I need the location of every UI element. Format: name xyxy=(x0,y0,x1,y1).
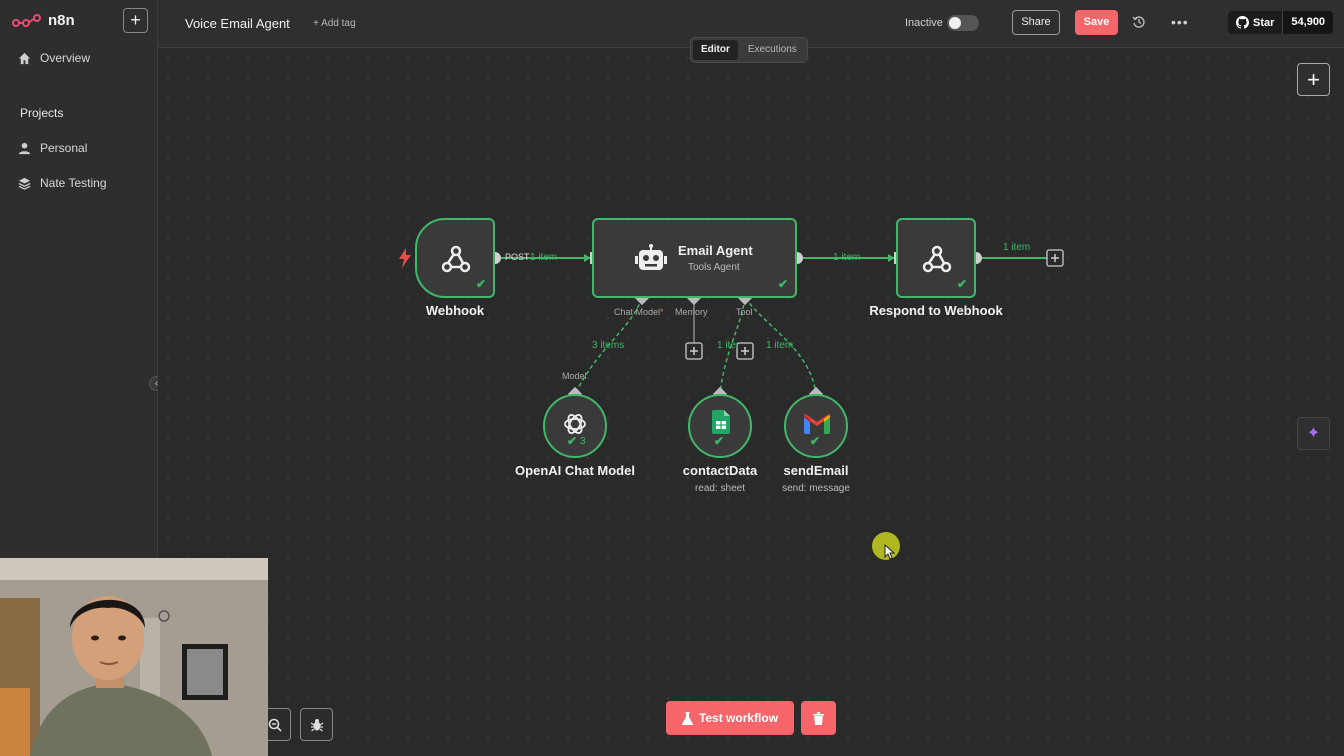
workflow-title[interactable]: Voice Email Agent xyxy=(185,16,290,31)
sidebar-item-label: Nate Testing xyxy=(40,176,107,190)
save-button[interactable]: Save xyxy=(1075,10,1118,35)
zoom-out-icon xyxy=(268,718,282,732)
memory-port-label: Memory xyxy=(675,307,708,317)
github-star-button[interactable]: Star 54,900 xyxy=(1228,11,1334,34)
home-icon xyxy=(18,52,31,64)
github-icon xyxy=(1236,16,1249,29)
email-agent-node[interactable]: Email Agent Tools Agent ✔ xyxy=(592,218,797,298)
github-star: Star xyxy=(1228,11,1283,34)
connection-item-count: 1 item xyxy=(717,340,737,351)
flask-icon xyxy=(681,711,693,725)
logo-text: n8n xyxy=(48,12,75,29)
email-agent-sublabel: Tools Agent xyxy=(688,262,740,273)
respond-to-webhook-node[interactable]: ✔ xyxy=(896,218,976,298)
send-email-sublabel: send: message xyxy=(782,483,850,494)
robot-icon xyxy=(635,244,667,270)
tab-executions[interactable]: Executions xyxy=(747,44,797,55)
add-tool-button[interactable] xyxy=(736,342,754,360)
projects-heading: Projects xyxy=(20,106,64,120)
success-check-icon: ✔ xyxy=(567,434,578,448)
tab-editor[interactable]: Editor xyxy=(693,40,738,60)
delete-button[interactable] xyxy=(801,701,836,735)
sidebar-item-label: Personal xyxy=(40,141,88,155)
add-memory-button[interactable] xyxy=(685,342,703,360)
arrow-head xyxy=(888,254,895,262)
sidebar-item-label: Overview xyxy=(40,51,91,65)
webcam-presenter-image xyxy=(0,558,268,756)
n8n-logo-icon xyxy=(12,13,41,27)
chat-model-label: Chat Model xyxy=(614,307,661,317)
header: Voice Email Agent + Add tag Inactive Sha… xyxy=(158,0,1344,48)
success-check-icon: ✔ xyxy=(714,434,725,448)
workflow-canvas[interactable] xyxy=(158,48,1344,756)
webhook-icon xyxy=(441,245,471,273)
send-email-label: sendEmail xyxy=(783,463,849,478)
edge-contact-agent[interactable] xyxy=(719,297,746,395)
sidebar-item-personal[interactable]: Personal xyxy=(18,141,87,155)
success-check-icon: ✔ xyxy=(956,277,967,291)
bug-icon xyxy=(310,718,323,731)
toggle-knob xyxy=(949,17,961,29)
github-star-count: 54,900 xyxy=(1282,11,1334,34)
chat-model-port-label: Chat Model* xyxy=(614,307,664,317)
openai-node-label: OpenAI Chat Model xyxy=(515,463,635,478)
success-check-icon: ✔ xyxy=(777,277,788,291)
active-toggle[interactable] xyxy=(947,15,979,31)
history-icon[interactable] xyxy=(1132,15,1146,29)
more-options-icon[interactable]: ••• xyxy=(1171,14,1189,30)
required-marker: * xyxy=(660,307,664,317)
add-after-respond-button[interactable] xyxy=(1046,249,1064,267)
sidebar-add-button[interactable]: + xyxy=(123,8,148,33)
active-status-label: Inactive xyxy=(905,17,943,29)
ai-assistant-button[interactable]: ✦ xyxy=(1297,417,1330,450)
success-check-icon: ✔ xyxy=(810,434,821,448)
send-email-node[interactable]: ✔ xyxy=(784,394,848,458)
gmail-icon xyxy=(804,414,830,434)
edge-model-agent[interactable] xyxy=(574,297,643,395)
add-tag-link[interactable]: + Add tag xyxy=(313,18,356,29)
contact-data-node[interactable]: ✔ xyxy=(688,394,752,458)
github-star-label: Star xyxy=(1253,16,1275,29)
connection-item-count: 1 item xyxy=(530,252,558,263)
webhook-node-label: Webhook xyxy=(425,303,485,318)
webcam-overlay xyxy=(0,558,268,756)
share-button[interactable]: Share xyxy=(1012,10,1060,35)
webhook-node[interactable]: ✔ xyxy=(415,218,495,298)
tool-port-label: Tool xyxy=(736,307,753,317)
test-workflow-button[interactable]: Test workflow xyxy=(666,701,794,735)
mouse-cursor-icon xyxy=(884,544,896,560)
google-sheets-icon xyxy=(712,410,730,434)
trash-icon xyxy=(813,711,824,725)
debug-button[interactable] xyxy=(300,708,333,741)
test-workflow-label: Test workflow xyxy=(698,711,779,725)
sidebar-item-nate-testing[interactable]: Nate Testing xyxy=(18,176,107,190)
user-icon xyxy=(18,142,31,154)
webhook-icon xyxy=(922,245,952,273)
connection-item-count: 1 item xyxy=(1003,242,1031,253)
edge-send-agent[interactable] xyxy=(744,297,817,395)
success-check-icon: ✔ xyxy=(475,277,486,291)
openai-icon xyxy=(564,414,586,434)
trigger-bolt-icon xyxy=(399,248,411,268)
email-agent-label: Email Agent xyxy=(678,243,753,258)
openai-chat-model-node[interactable]: ✔ 3 xyxy=(543,394,607,458)
model-input-label: Model xyxy=(562,371,587,381)
layers-icon xyxy=(18,177,31,190)
connection-item-count: 1 item xyxy=(766,340,794,351)
logo[interactable]: n8n xyxy=(12,12,75,29)
arrow-head xyxy=(584,254,591,262)
view-tabs: Editor Executions xyxy=(690,37,808,63)
connection-item-count: 1 item xyxy=(833,252,861,263)
respond-node-label: Respond to Webhook xyxy=(869,303,1003,318)
connection-item-count: 3 items xyxy=(592,340,625,351)
sidebar-item-overview[interactable]: Overview xyxy=(18,51,90,65)
run-count: 3 xyxy=(580,436,586,447)
webhook-method-label: POST xyxy=(505,252,530,262)
contact-data-sublabel: read: sheet xyxy=(694,483,746,494)
add-node-button[interactable]: + xyxy=(1297,63,1330,96)
contact-data-label: contactData xyxy=(682,463,758,478)
